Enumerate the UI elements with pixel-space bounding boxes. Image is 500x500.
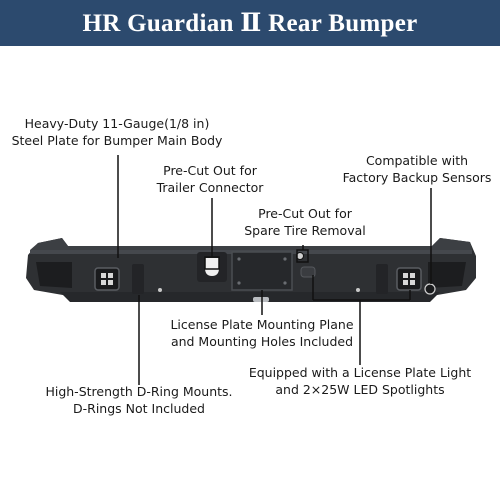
led-spotlight-left <box>94 267 120 291</box>
callout-backup-sensors: Compatible with Factory Backup Sensors <box>342 153 492 185</box>
header-banner: HR Guardian Ⅱ Rear Bumper <box>0 0 500 46</box>
callout-lines <box>117 155 432 385</box>
d-ring-mount-left <box>132 264 144 294</box>
center-badge <box>253 297 269 302</box>
callout-spare-tire: Pre-Cut Out for Spare Tire Removal <box>244 206 366 238</box>
callout-steel-plate: Heavy-Duty 11-Gauge(1/8 in) Steel Plate … <box>11 116 223 148</box>
callout-d-ring: High-Strength D-Ring Mounts. D-Rings Not… <box>45 384 233 416</box>
page-title: HR Guardian Ⅱ Rear Bumper <box>82 10 418 37</box>
callout-lights: Equipped with a License Plate Light and … <box>248 365 472 397</box>
led-spotlight-right <box>396 267 422 291</box>
license-plate-plane <box>231 251 293 291</box>
callout-license-plate: License Plate Mounting Plane and Mountin… <box>170 317 354 349</box>
license-plate-light <box>300 266 316 278</box>
callout-trailer-connector: Pre-Cut Out for Trailer Connector <box>156 163 264 195</box>
d-ring-mount-right <box>376 264 388 294</box>
backup-sensor <box>424 283 436 295</box>
